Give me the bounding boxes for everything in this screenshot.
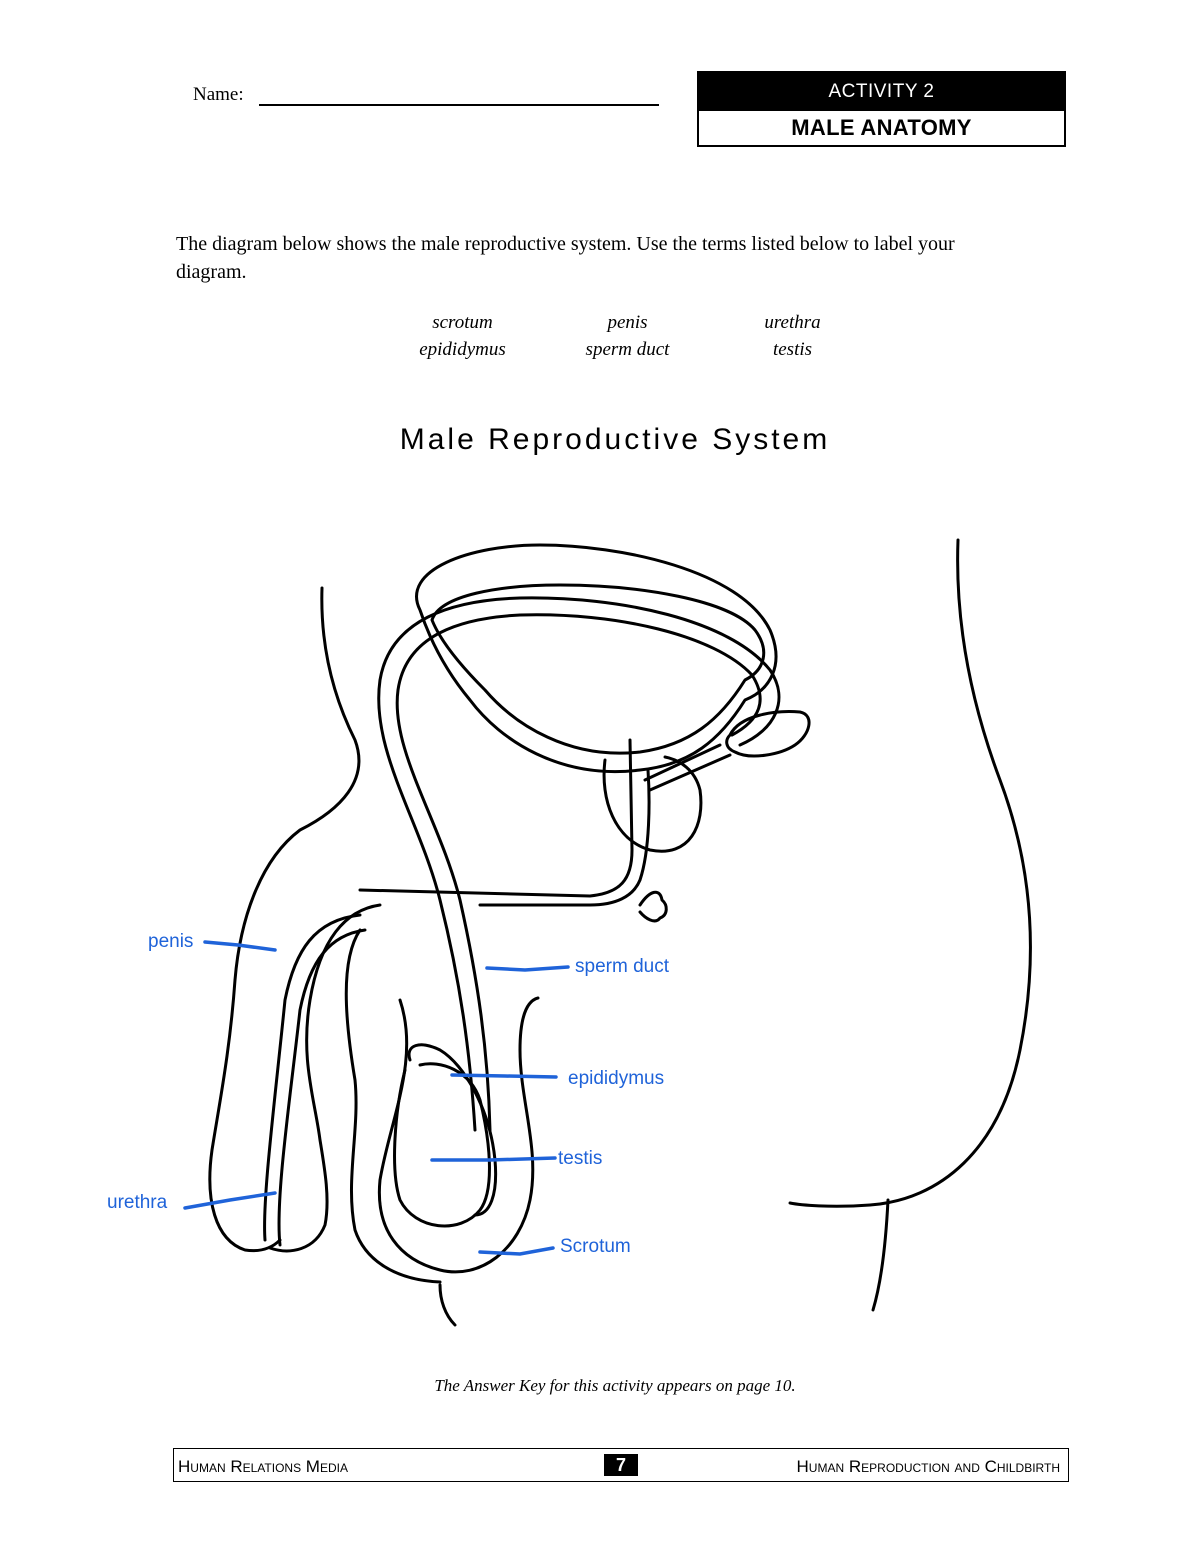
- label-penis: penis: [148, 931, 193, 953]
- label-testis: testis: [558, 1148, 602, 1170]
- scrotum-label-line: [480, 1248, 553, 1254]
- label-scrotum: Scrotum: [560, 1236, 631, 1258]
- testis-label-line: [432, 1158, 555, 1160]
- page-footer: Human Relations Media 7 Human Reproducti…: [173, 1448, 1069, 1482]
- page-number: 7: [604, 1454, 638, 1476]
- label-sperm-duct: sperm duct: [575, 956, 669, 978]
- label-epididymus: epididymus: [568, 1068, 664, 1090]
- answer-key-note: The Answer Key for this activity appears…: [300, 1376, 930, 1396]
- epididymus-label-line: [452, 1075, 556, 1077]
- penis-label-line: [205, 942, 275, 950]
- footer-book-title: Human Reproduction and Childbirth: [797, 1457, 1060, 1477]
- footer-publisher: Human Relations Media: [178, 1457, 348, 1477]
- label-urethra: urethra: [107, 1192, 167, 1214]
- sperm-duct-label-line: [487, 967, 568, 970]
- urethra-label-line: [185, 1193, 275, 1208]
